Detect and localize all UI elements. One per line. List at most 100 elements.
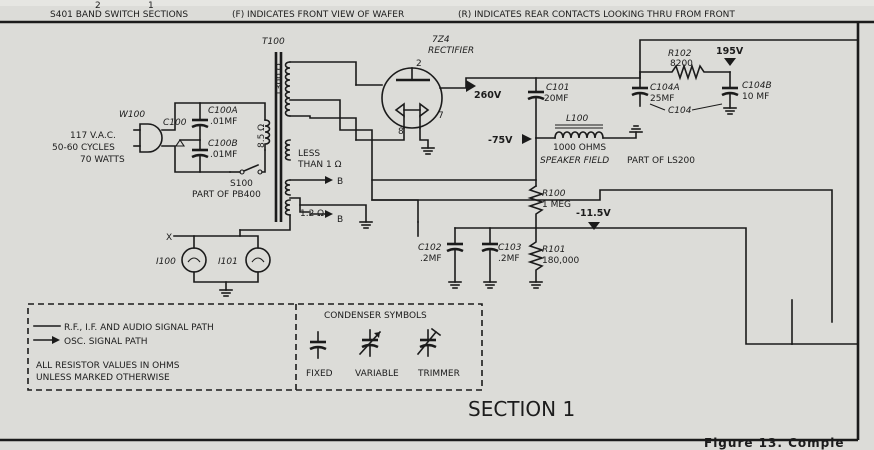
legend-trimmer-label: TRIMMER — [417, 369, 460, 379]
label-c104a: C104A — [650, 83, 680, 93]
ground-transformer — [359, 221, 373, 229]
arrow-195v — [724, 58, 736, 66]
legend-variable-symbol — [358, 329, 382, 357]
label-t100-low: 8.5 Ω — [257, 124, 267, 148]
value-c102: .2MF — [420, 254, 442, 264]
label-c103: C103 — [498, 243, 522, 253]
label-part-ls200: PART OF LS200 — [627, 156, 695, 166]
chassis-ground-c100 — [174, 139, 186, 147]
capacitor-c100a — [191, 102, 209, 141]
value-c101: 20MF — [544, 94, 568, 104]
label-rectifier: RECTIFIER — [428, 46, 474, 56]
switch-s100 — [229, 149, 266, 175]
svg-text:2: 2 — [95, 1, 101, 11]
ground-tube — [421, 147, 435, 155]
label-m75v: -75V — [488, 135, 513, 146]
legend-fixed-label: FIXED — [306, 369, 333, 379]
arrow-m115v — [588, 222, 600, 230]
label-7z4: 7Z4 — [432, 35, 450, 45]
figure-caption: Figure 13. Comple — [704, 436, 845, 450]
legend-variable-label: VARIABLE — [355, 369, 399, 379]
capacitor-c104a — [631, 77, 649, 107]
label-c104: C104 — [668, 106, 692, 116]
arrow-b1 — [325, 176, 333, 184]
label-lamp-lead-x: X — [166, 233, 172, 243]
ground-l100 — [629, 125, 643, 133]
ground-lamps — [219, 289, 233, 297]
value-c104b: 10 MF — [742, 92, 769, 102]
resistor-r102 — [639, 63, 731, 81]
power-spec-1: 117 V.A.C. — [70, 131, 116, 141]
resistor-r100 — [527, 184, 545, 229]
label-c100: C100 — [163, 118, 187, 128]
legend-note-2: UNLESS MARKED OTHERWISE — [36, 373, 170, 383]
label-l100: L100 — [566, 114, 588, 124]
label-b2: B — [337, 215, 343, 225]
label-m115v: -11.5V — [576, 208, 611, 219]
legend-symbols-title: CONDENSER SYMBOLS — [324, 311, 427, 321]
label-r101: R101 — [542, 245, 565, 255]
section-label: SECTION 1 — [468, 397, 575, 421]
header-front-note: (F) INDICATES FRONT VIEW OF WAFER — [232, 10, 404, 20]
lamp-i100 — [181, 247, 207, 273]
arrow-b2 — [325, 210, 333, 218]
value-c100a: .01MF — [210, 117, 237, 127]
legend-signal-path: R.F., I.F. AND AUDIO SIGNAL PATH — [64, 323, 214, 333]
legend-fixed-symbol — [309, 331, 327, 359]
label-r102: R102 — [668, 49, 692, 59]
label-i100: I100 — [156, 257, 176, 267]
ground-c103 — [483, 281, 497, 289]
value-r100: 1 MEG — [542, 200, 571, 210]
power-spec-2: 50-60 CYCLES — [52, 143, 115, 153]
label-t100-hv: 1300 Ω — [275, 63, 285, 96]
label-195v: 195V — [716, 46, 744, 57]
capacitor-c104b — [721, 71, 739, 109]
label-t100: T100 — [262, 37, 285, 47]
capacitor-c103 — [481, 227, 499, 283]
lamp-i101 — [245, 247, 271, 273]
label-speaker-field: SPEAKER FIELD — [540, 156, 609, 166]
power-plug-w100 — [133, 123, 163, 153]
label-part-pb400: PART OF PB400 — [192, 190, 261, 200]
ground-r101 — [529, 281, 543, 289]
label-c100b: C100B — [208, 139, 238, 149]
label-less: LESS — [298, 149, 320, 159]
tube-pin-7: 7 — [438, 111, 444, 121]
value-c100b: .01MF — [210, 150, 237, 160]
label-s100: S100 — [230, 179, 253, 189]
label-c100a: C100A — [208, 106, 238, 116]
label-1-2-ohm: 1.2 Ω — [300, 209, 324, 219]
label-c101: C101 — [546, 83, 569, 93]
value-r102: 8200 — [670, 59, 693, 69]
legend-trimmer-symbol — [416, 327, 442, 357]
capacitor-c101 — [527, 77, 545, 139]
tube-pin-2: 2 — [416, 59, 422, 69]
resistor-r101 — [527, 227, 545, 283]
value-c103: .2MF — [498, 254, 520, 264]
legend-osc-path-symbol — [33, 336, 60, 344]
label-i101: I101 — [218, 257, 238, 267]
arrow-260v — [466, 80, 476, 92]
legend-note-1: ALL RESISTOR VALUES IN OHMS — [36, 361, 180, 371]
value-c104a: 25MF — [650, 94, 674, 104]
label-c102: C102 — [418, 243, 442, 253]
arrow-m75v — [522, 134, 532, 144]
label-c104b: C104B — [742, 81, 772, 91]
label-b1: B — [337, 177, 343, 187]
label-w100: W100 — [119, 110, 145, 120]
label-r100: R100 — [542, 189, 566, 199]
power-spec-3: 70 WATTS — [80, 155, 125, 165]
legend-osc-path: OSC. SIGNAL PATH — [64, 337, 147, 347]
capacitor-c102 — [446, 227, 464, 283]
capacitor-c100b — [191, 139, 209, 173]
ground-c102 — [448, 281, 462, 289]
header-rear-note: (R) INDICATES REAR CONTACTS LOOKING THRU… — [458, 10, 735, 20]
tube-7z4 — [381, 67, 443, 129]
header-band-switch: S401 BAND SWITCH SECTIONS — [50, 10, 188, 20]
ground-c104b — [723, 107, 737, 115]
label-less-than: THAN 1 Ω — [297, 160, 342, 170]
value-r101: 180,000 — [542, 256, 579, 266]
inductor-l100 — [554, 124, 604, 139]
